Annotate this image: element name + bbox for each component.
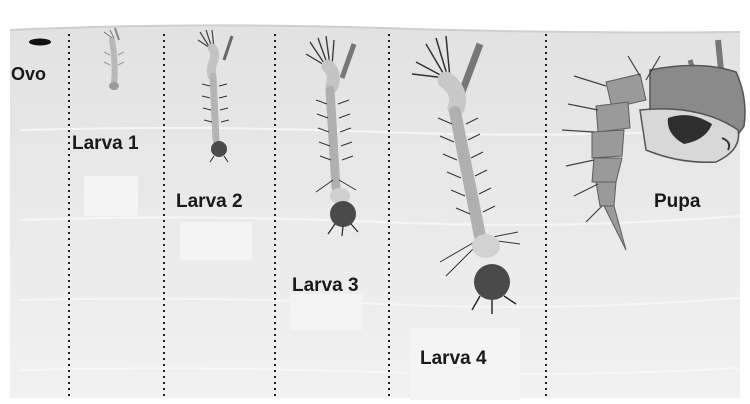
egg-icon bbox=[29, 39, 51, 46]
label-ovo: Ovo bbox=[11, 64, 46, 84]
label-larva-2: Larva 2 bbox=[176, 191, 243, 212]
label-larva-4: Larva 4 bbox=[420, 348, 487, 369]
label-pupa: Pupa bbox=[654, 191, 701, 212]
label-larva-3: Larva 3 bbox=[292, 275, 359, 296]
label-larva-1: Larva 1 bbox=[72, 133, 139, 154]
